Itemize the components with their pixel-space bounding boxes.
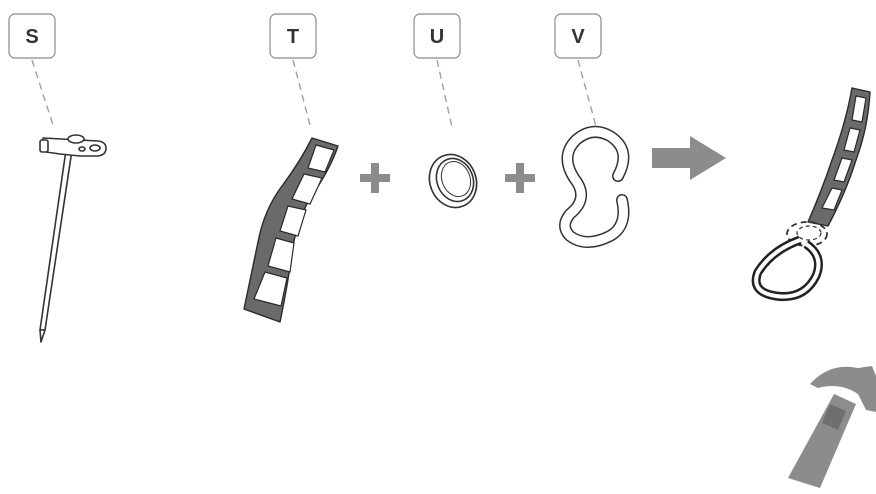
assembled-strap-icon — [751, 87, 871, 302]
label-v: V — [554, 13, 602, 59]
label-t: T — [269, 13, 317, 59]
label-s-text: S — [25, 26, 38, 48]
label-v-text: V — [571, 26, 585, 48]
s-hook-icon — [559, 125, 630, 248]
plus-sign-2 — [505, 163, 535, 193]
label-u-text: U — [430, 26, 444, 48]
ladder-strap-icon — [243, 137, 339, 323]
label-t-text: T — [287, 26, 299, 48]
arrow-right-icon — [652, 136, 726, 180]
plus-sign-1 — [360, 163, 390, 193]
leader-line-v — [577, 59, 598, 131]
tent-stake-icon — [39, 134, 107, 343]
label-s: S — [8, 13, 56, 59]
label-u: U — [413, 13, 461, 59]
leader-line-u — [436, 59, 453, 128]
leader-line-s — [31, 59, 55, 129]
hammer-icon — [788, 366, 876, 488]
o-ring-icon — [428, 153, 478, 209]
leader-line-t — [292, 59, 311, 126]
